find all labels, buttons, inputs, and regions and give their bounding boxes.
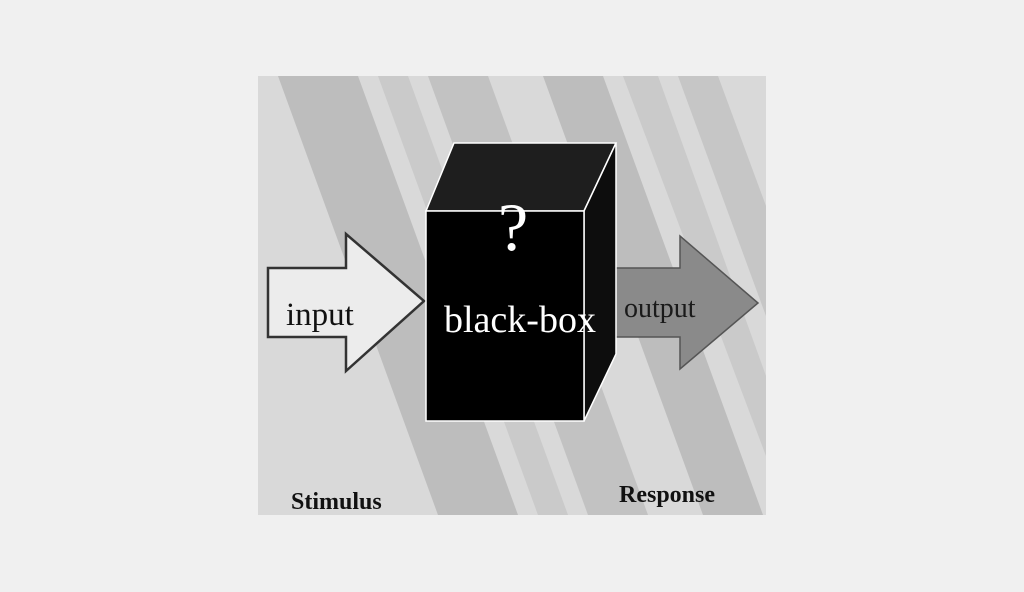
diagram-canvas: input output ? black-box Stimulus Respon…: [266, 76, 766, 515]
question-mark: ?: [498, 189, 528, 265]
input-arrow: [266, 231, 426, 374]
black-box-label: black-box: [444, 299, 596, 341]
output-label: output: [624, 293, 696, 324]
black-box-diagram: input output ? black-box Stimulus Respon…: [258, 76, 766, 515]
stripe: [678, 76, 766, 316]
input-label: input: [286, 297, 354, 333]
response-label: Response: [619, 482, 715, 508]
black-box-cube: [424, 142, 618, 422]
cube-front-face: [425, 210, 585, 422]
stimulus-label: Stimulus: [291, 489, 382, 515]
